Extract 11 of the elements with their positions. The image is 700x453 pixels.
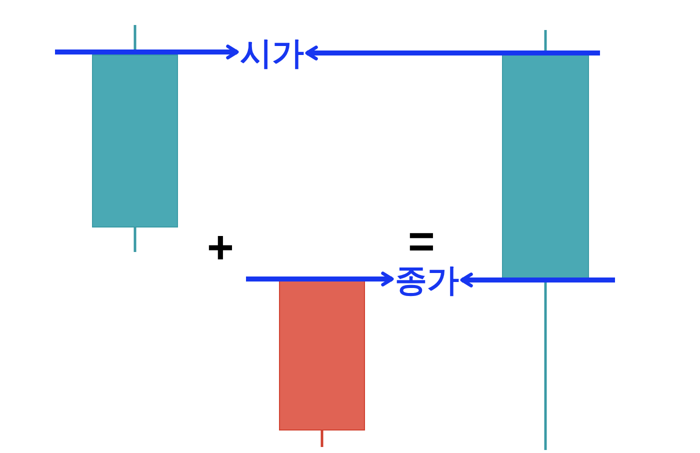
price-label: 종가 <box>395 262 459 298</box>
candlestick <box>92 25 178 252</box>
plus-sign: + <box>207 224 234 270</box>
arrow <box>52 44 239 60</box>
arrow <box>244 272 394 286</box>
arrow <box>305 46 602 60</box>
arrow <box>460 272 618 288</box>
candlestick <box>279 280 365 447</box>
price-label: 시가 <box>240 35 304 71</box>
candlestick <box>502 30 589 450</box>
equals-sign: = <box>408 218 435 264</box>
